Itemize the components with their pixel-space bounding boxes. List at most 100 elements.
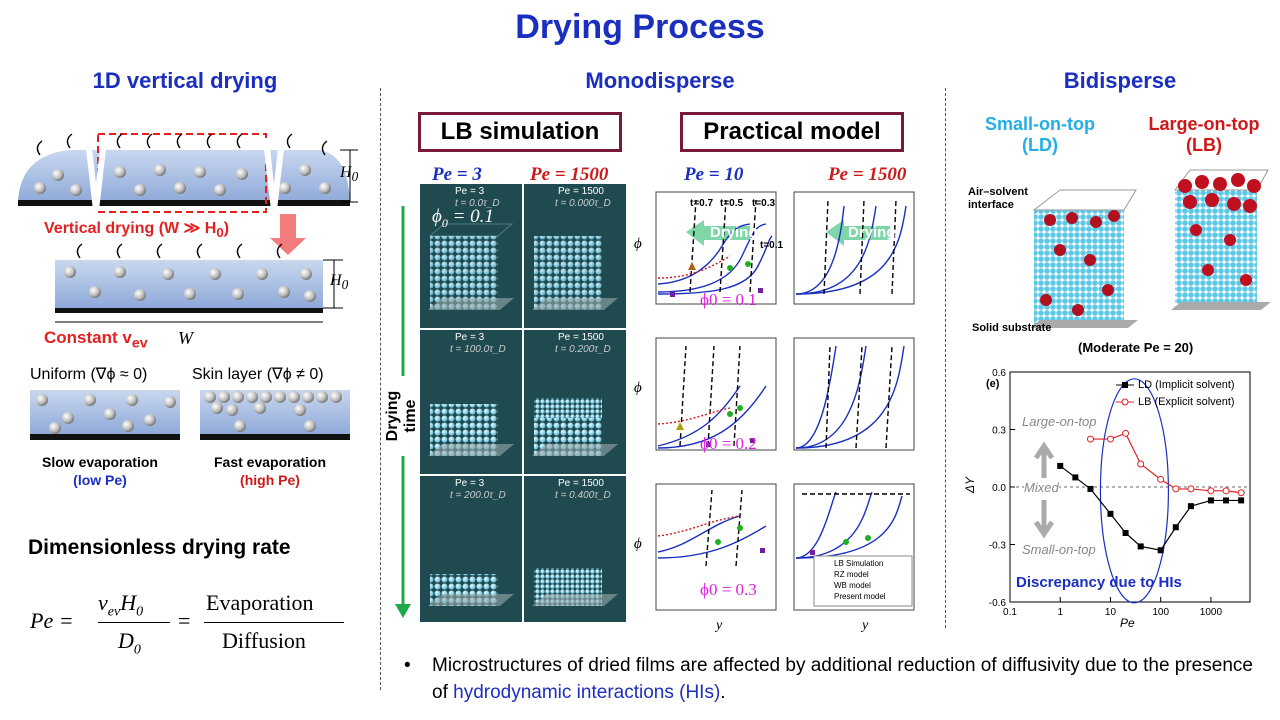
series-point [1187, 503, 1194, 510]
y-axis-1: y [716, 618, 723, 633]
h0-label-top: H0 [340, 164, 359, 185]
legend-present: Present model [834, 592, 886, 601]
plot-legend: LB Simulation RZ model WB model Present … [834, 558, 886, 602]
x-tick-label: 10 [1105, 607, 1117, 618]
t03: t=0.3 [752, 198, 776, 209]
divider-right [945, 88, 946, 628]
chart-annot-mixed: Mixed [1024, 480, 1059, 495]
panel-r1-pe1500: Pe = 1500 [558, 186, 604, 197]
series-point [1237, 489, 1245, 497]
fast-evaporation-label: Fast evaporation [213, 454, 327, 470]
series-point [1157, 475, 1165, 483]
legend-marker-ld [1122, 382, 1128, 388]
phi-axis-2: ϕ [634, 380, 642, 396]
series-point [1172, 485, 1180, 493]
legend-rz: RZ model [834, 570, 869, 579]
panel-r3-t1: t = 200.0τ_D [450, 490, 506, 501]
panel-r1-t2: t = 0.000τ_D [555, 198, 611, 209]
drying-label-2: Drying [848, 224, 896, 241]
lb-simulation-box: LB simulation [418, 112, 622, 152]
panel-r3-pe3: Pe = 3 [455, 478, 485, 489]
pe1500b-label: Pe = 1500 [828, 164, 907, 185]
legend-marker-lb [1121, 398, 1129, 406]
h0-label-bottom: H0 [330, 272, 349, 293]
vertical-drying-label: Vertical drying (W ≫ H0) [44, 220, 230, 241]
section-vertical-heading: 1D vertical drying [92, 68, 278, 93]
bidisperse-cubes [1030, 169, 1270, 328]
uniform-label: Uniform (∇ϕ ≈ 0) [30, 366, 148, 383]
drying-time-label: Drying time [384, 376, 420, 456]
divider-left [380, 88, 381, 690]
slow-evaporation-label: Slow evaporation [42, 454, 158, 470]
series-point [1122, 429, 1130, 437]
y-axis-2: y [862, 618, 869, 633]
bullet-highlight: hydrodynamic interactions (HIs) [453, 682, 721, 703]
practical-model-box: Practical model [680, 112, 904, 152]
series-point [1207, 497, 1214, 504]
series-point [1072, 474, 1079, 481]
width-label: W [178, 328, 193, 348]
vertical-drying-schematic [18, 133, 358, 440]
series-point [1137, 460, 1145, 468]
phi-axis-1: ϕ [634, 236, 642, 252]
constant-vev-label: Constant vev [44, 328, 148, 352]
series-point [1223, 497, 1230, 504]
legend-wb: WB model [834, 581, 871, 590]
eq-evaporation: Evaporation [206, 590, 314, 615]
t07: t=0.7 [690, 198, 714, 209]
panel-r2-t1: t = 100.0τ_D [450, 344, 506, 355]
t05: t=0.5 [720, 198, 744, 209]
panel-r1-pe3: Pe = 3 [455, 186, 485, 197]
chart-ylabel: ΔY [963, 476, 978, 494]
pe3-label: Pe = 3 [432, 164, 482, 185]
drying-label-1: Drying [710, 224, 758, 241]
y-tick-label: -0.6 [989, 598, 1007, 609]
skin-layer-label: Skin layer (∇ϕ ≠ 0) [192, 366, 324, 383]
series-point [1157, 547, 1164, 554]
y-tick-label: -0.3 [989, 541, 1007, 552]
section-mono-heading: Monodisperse [585, 68, 735, 93]
high-pe-label: (high Pe) [240, 472, 300, 488]
series-point [1238, 497, 1245, 504]
phi-axis-3: ϕ [634, 536, 642, 552]
x-tick-label: 1000 [1200, 607, 1223, 618]
phi0-label-1: ϕ0 = 0.1 [700, 290, 757, 309]
chart-annot-discrepancy: Discrepancy due to HIs [1016, 574, 1182, 591]
panel-r2-pe1500: Pe = 1500 [558, 332, 604, 343]
panel-r1-t1: t = 0.0τ_D [455, 198, 500, 209]
dimensionless-rate-title: Dimensionless drying rate [28, 536, 291, 559]
pe1500-label: Pe = 1500 [530, 164, 609, 185]
y-tick-label: 0.6 [992, 368, 1006, 379]
panel-r3-t2: t = 0.400τ_D [555, 490, 611, 501]
eq-numerator: vevH0 [98, 590, 144, 620]
section-bi-heading: Bidisperse [1063, 68, 1177, 93]
discrepancy-ellipse [1099, 378, 1170, 604]
chart-annot-small: Small-on-top [1022, 542, 1096, 557]
panel-r3-pe1500: Pe = 1500 [558, 478, 604, 489]
t01: t=0.1 [760, 240, 784, 251]
series-point [1187, 485, 1195, 493]
up-arrow [1033, 441, 1055, 478]
large-on-top-label: Large-on-top(LB) [1148, 114, 1260, 155]
legend-lb: LB Simulation [834, 559, 884, 568]
series-point [1086, 435, 1094, 443]
pe-equation: Pe = vevH0 D0 = Evaporation Diffusion [30, 588, 370, 658]
panel-r2-t2: t = 0.200τ_D [555, 344, 611, 355]
practical-model-plots [655, 191, 915, 611]
eq-denominator: D0 [118, 628, 141, 658]
series-line-1 [1090, 432, 1242, 494]
chart-panel-label: (e) [986, 378, 1000, 390]
solid-substrate-label: Solid substrate [972, 322, 1052, 334]
eq-equals: = [178, 608, 191, 633]
chart-legend-ld: LD (Implicit solvent) [1138, 379, 1235, 391]
x-tick-label: 100 [1152, 607, 1169, 618]
eq-diffusion: Diffusion [222, 628, 306, 653]
lb-panels [420, 184, 626, 622]
series-point [1207, 487, 1215, 495]
x-tick-label: 1 [1057, 607, 1063, 618]
series-point [1057, 462, 1064, 469]
moderate-pe-label: (Moderate Pe = 20) [1078, 340, 1194, 355]
series-point [1087, 485, 1094, 492]
bullet-dot: • [404, 655, 411, 676]
y-tick-label: 0.0 [992, 483, 1006, 494]
